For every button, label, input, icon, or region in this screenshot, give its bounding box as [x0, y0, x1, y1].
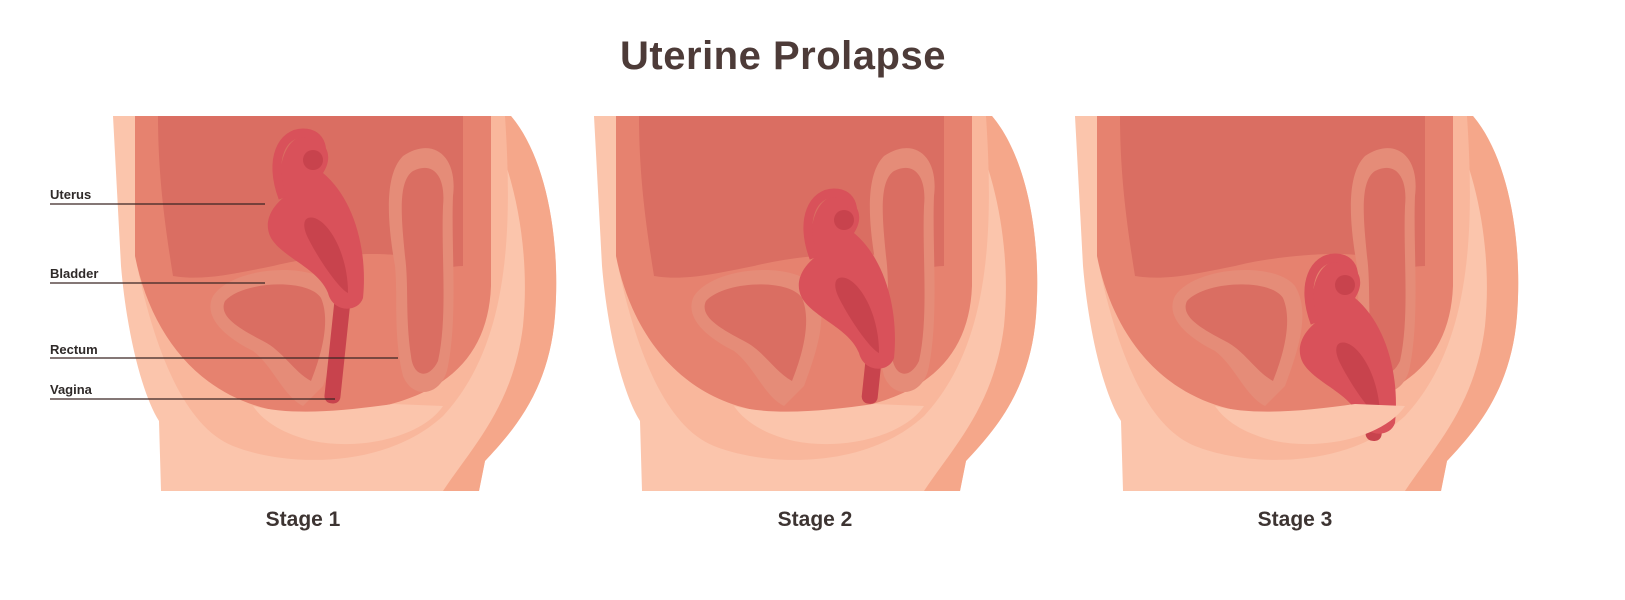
uterine-cavity — [1336, 342, 1380, 418]
stage-3-label: Stage 3 — [1257, 508, 1333, 531]
diagram-title: Uterine Prolapse — [620, 34, 946, 78]
perineum — [253, 404, 443, 445]
uterine-cavity — [835, 277, 879, 353]
rectum-inner — [401, 167, 444, 374]
stage-3-panel — [1075, 116, 1519, 491]
ovary — [834, 210, 854, 230]
back-skin — [1405, 116, 1519, 491]
back-skin — [924, 116, 1038, 491]
fallopian-tube — [803, 188, 858, 260]
bladder-inner — [1185, 284, 1288, 381]
back-skin — [443, 116, 557, 491]
label-rectum: Rectum — [50, 342, 98, 357]
perineum — [734, 404, 924, 445]
label-bladder: Bladder — [50, 266, 99, 281]
abdominal-cavity — [1120, 116, 1425, 286]
bladder-inner — [704, 284, 807, 381]
perineum — [1215, 404, 1405, 445]
ovary — [1335, 275, 1355, 295]
stage-1-panel — [113, 116, 557, 491]
abdominal-cavity — [639, 116, 944, 286]
vagina — [324, 295, 351, 404]
fallopian-tube — [1304, 253, 1359, 325]
label-vagina: Vagina — [50, 382, 92, 397]
bladder-inner — [223, 284, 326, 381]
stage-2-label: Stage 2 — [777, 508, 853, 531]
stage-2-panel — [594, 116, 1038, 491]
uterine-cavity — [304, 217, 348, 293]
fallopian-tube — [272, 128, 327, 200]
ovary — [303, 150, 323, 170]
stage-1-label: Stage 1 — [265, 508, 341, 531]
label-uterus: Uterus — [50, 187, 92, 202]
